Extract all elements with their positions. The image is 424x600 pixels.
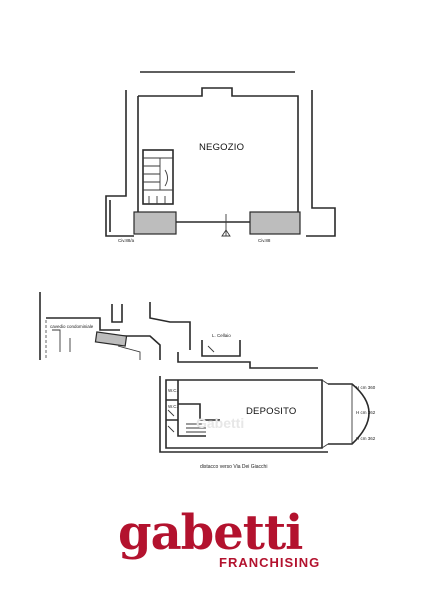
height-note-3: H cm 362 bbox=[356, 436, 376, 441]
negozio-room-outline bbox=[138, 87, 299, 212]
deposito-top-wall bbox=[177, 352, 318, 369]
deposito-arched-wall bbox=[328, 383, 370, 445]
wc-note-1: W.C. bbox=[168, 388, 178, 393]
right-outer-wall bbox=[306, 90, 336, 237]
front-wall-left bbox=[133, 211, 177, 235]
deposito-plan: Gabetti DEPOSITO cavedio condominiale L.… bbox=[39, 292, 376, 470]
negozio-label: NEGOZIO bbox=[199, 142, 244, 153]
deposito-label: DEPOSITO bbox=[246, 406, 297, 417]
staircase-box bbox=[142, 149, 174, 205]
logo-subtitle: FRANCHISING bbox=[219, 555, 321, 570]
wc-note-2: W.C. bbox=[168, 404, 178, 409]
floor-plan-drawing: NEGOZIO Civ.88/a Civ.88 bbox=[39, 71, 376, 470]
cellaio-room bbox=[201, 340, 241, 357]
cellaio-note: L. Cellaio bbox=[212, 333, 231, 338]
height-note-1: H cm 360 bbox=[356, 385, 376, 390]
deposito-stair bbox=[186, 423, 206, 433]
negozio-plan: NEGOZIO Civ.88/a Civ.88 bbox=[105, 71, 336, 243]
staircase-steps bbox=[143, 157, 173, 204]
left-outer-wall bbox=[105, 90, 134, 237]
entrance-marker bbox=[221, 229, 231, 237]
cavedio-note: cavedio condominiale bbox=[50, 324, 94, 329]
front-wall-right bbox=[249, 211, 301, 235]
passage-hatch bbox=[94, 331, 128, 347]
gabetti-logo: gabetti FRANCHISING bbox=[0, 505, 424, 585]
corridor-post-1 bbox=[111, 304, 123, 323]
civic-left-note: Civ.88/a bbox=[118, 238, 135, 243]
street-distance-note: distacco verso Via Dei Giacchi bbox=[200, 464, 267, 470]
deposito-outer-wall bbox=[159, 376, 328, 453]
cavedio-outline bbox=[46, 317, 120, 331]
deposito-room-outline bbox=[165, 379, 323, 449]
height-note-2: H cm 362 bbox=[356, 410, 376, 415]
internal-wall bbox=[178, 403, 220, 421]
watermark-text: Gabetti bbox=[196, 415, 244, 431]
corridor-wall-upper bbox=[149, 302, 191, 350]
wc-partition bbox=[177, 380, 206, 437]
logo-wordmark: gabetti bbox=[118, 505, 303, 561]
civic-right-note: Civ.88 bbox=[258, 238, 271, 243]
